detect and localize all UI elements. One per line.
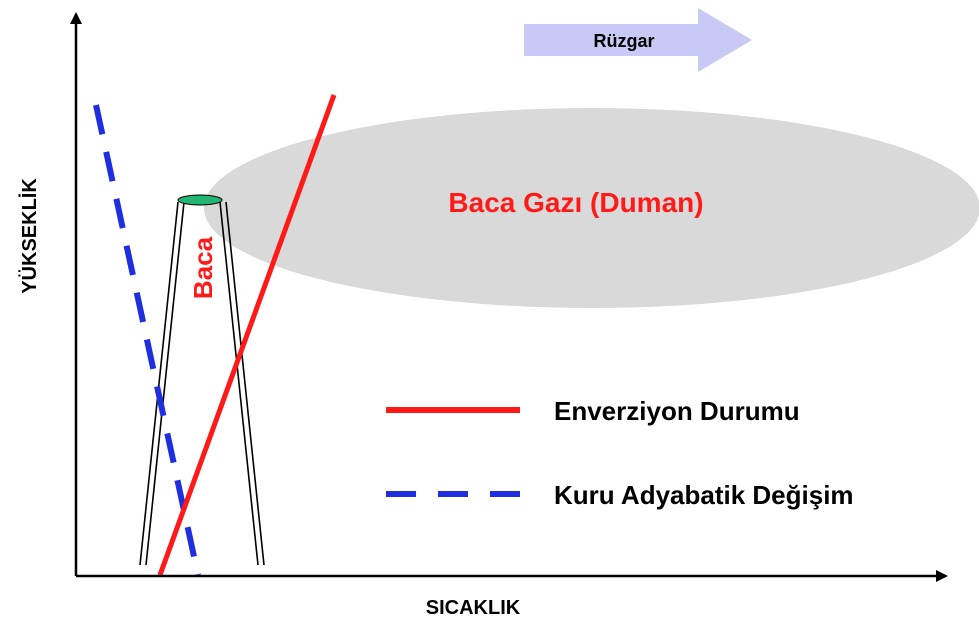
dry-adiabatic-line: [93, 104, 201, 576]
legend: Enverziyon Durumu Kuru Adyabatik Değişim: [386, 396, 854, 510]
inversion-line: [157, 94, 337, 576]
smoke-label: Baca Gazı (Duman): [448, 187, 703, 218]
chimney-top: [177, 194, 223, 206]
chimney-stack: [139, 194, 265, 566]
wind-label: Rüzgar: [593, 31, 654, 51]
x-axis-label: SICAKLIK: [426, 597, 521, 619]
legend-dry-adiabatic-label: Kuru Adyabatik Değişim: [554, 480, 854, 510]
wind-arrow: Rüzgar: [524, 8, 752, 72]
legend-inversion-label: Enverziyon Durumu: [554, 396, 800, 426]
smoke-plume: [204, 108, 979, 308]
y-axis-label: YÜKSEKLİK: [18, 178, 41, 294]
stack-label: Baca: [188, 236, 218, 299]
